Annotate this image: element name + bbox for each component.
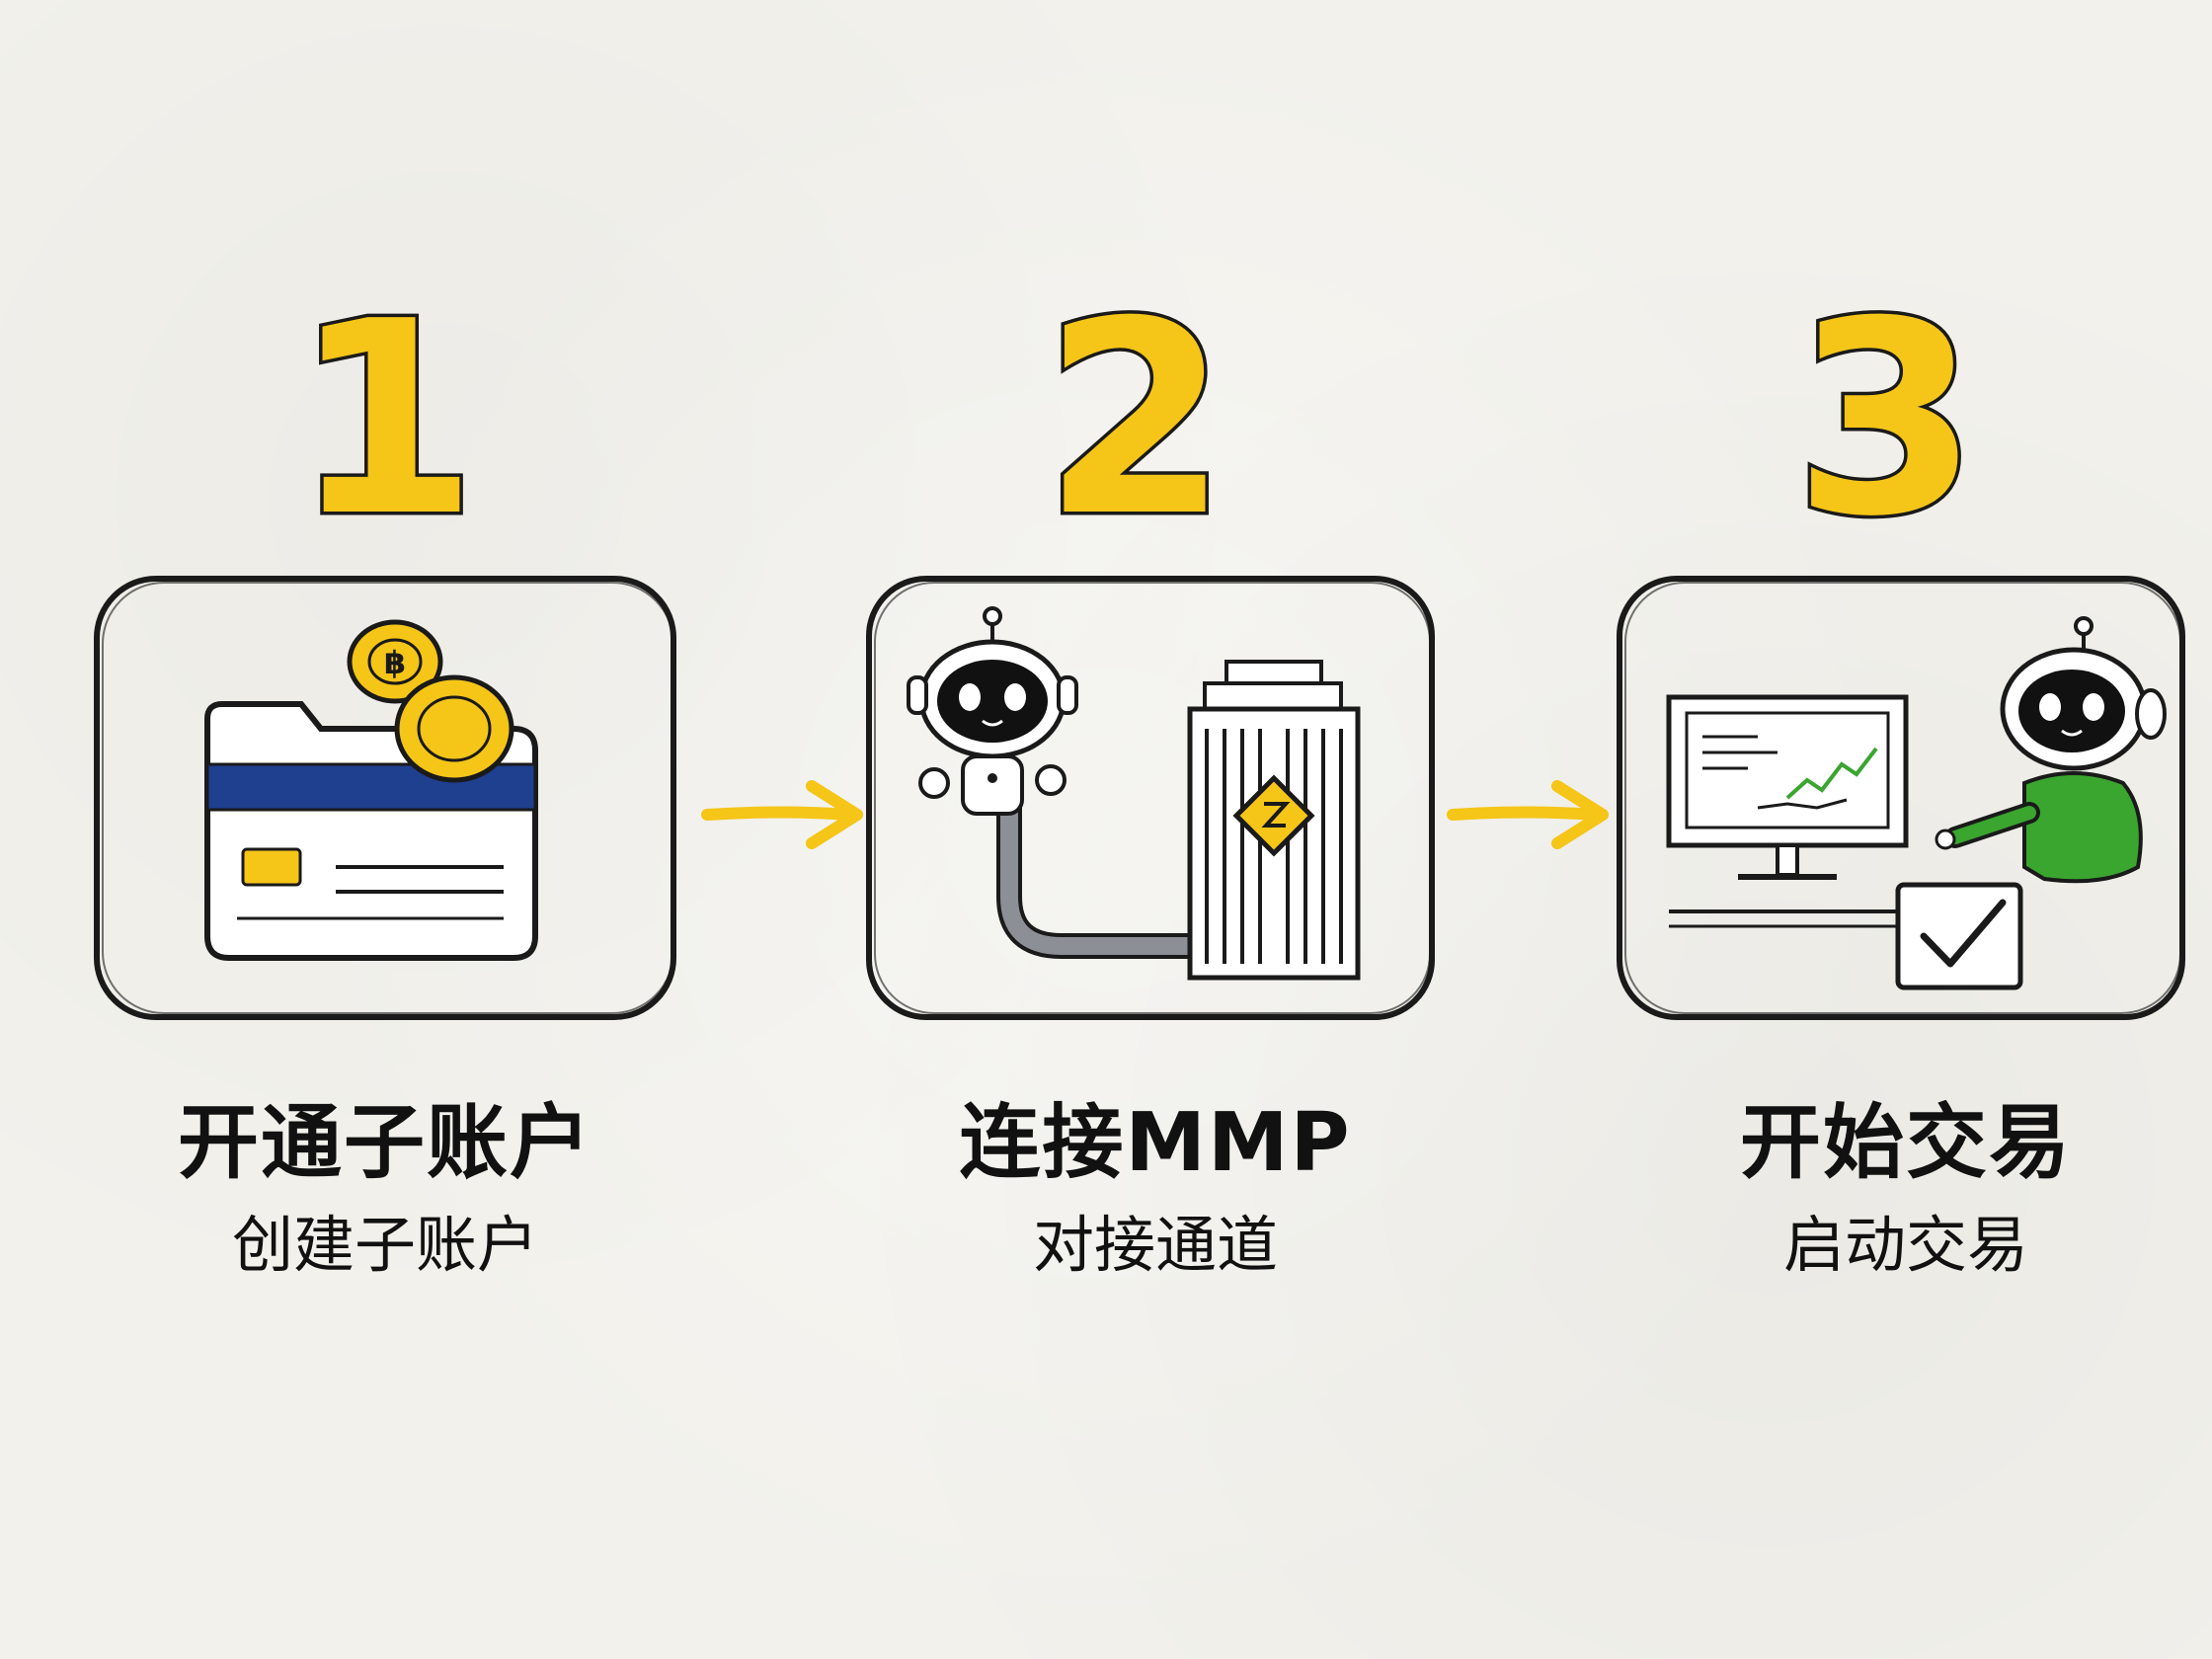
arrow-right-icon <box>701 780 863 849</box>
flow-arrow-1 <box>701 770 869 859</box>
robot-trading-icon <box>1617 576 2185 1020</box>
step-3-title: 开始交易 <box>1739 1096 2072 1190</box>
step-2-frame <box>859 571 1452 1025</box>
card-coins-icon: ฿ <box>94 576 676 1020</box>
step-1-title: 开通子账户 <box>177 1096 592 1190</box>
step-2-title: 连接MMP <box>959 1096 1352 1190</box>
step-2-number: 2 <box>1040 264 1232 575</box>
step-3-subtitle: 启动交易 <box>1782 1209 2028 1281</box>
flow-arrow-2 <box>1447 770 1615 859</box>
step-1-frame: ฿ <box>89 571 681 1025</box>
step-1-number: 1 <box>289 264 482 575</box>
step-3-frame <box>1610 571 2202 1025</box>
step-3-number: 3 <box>1790 264 1983 575</box>
robot-server-icon <box>866 576 1435 1020</box>
arrow-right-icon <box>1447 780 1609 849</box>
step-2-subtitle: 对接通道 <box>1032 1209 1278 1281</box>
svg-text:฿: ฿ <box>384 644 406 681</box>
step-1-subtitle: 创建子账户 <box>231 1209 538 1281</box>
